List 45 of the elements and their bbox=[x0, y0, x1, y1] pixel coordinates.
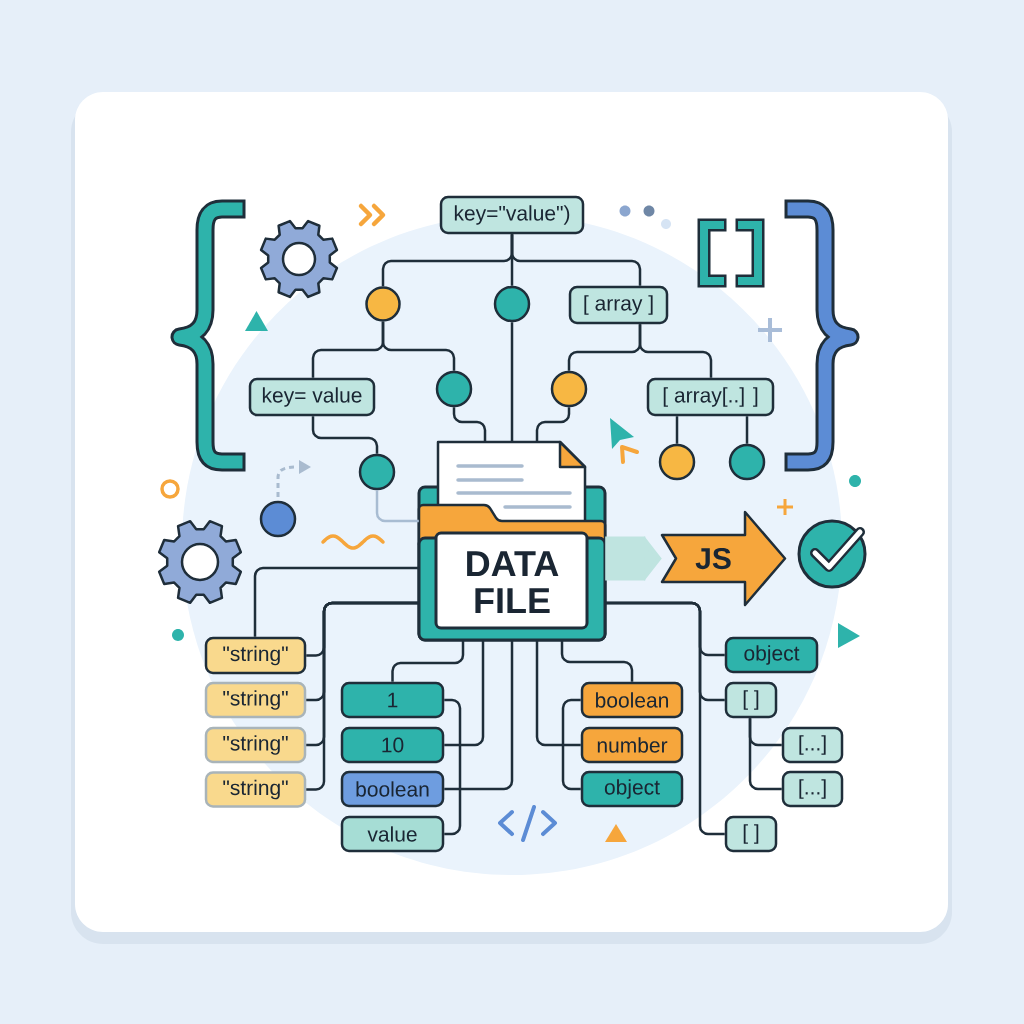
connector-line bbox=[638, 324, 713, 378]
connector-line bbox=[535, 640, 581, 747]
connector-line bbox=[561, 698, 581, 791]
label-box: [ ] bbox=[724, 815, 778, 853]
connector-line bbox=[745, 416, 749, 444]
circle-node bbox=[728, 443, 766, 481]
connector-line bbox=[253, 566, 419, 637]
label-box: 10 bbox=[340, 726, 445, 764]
label-box: [ array ] bbox=[568, 285, 669, 325]
label-box: object bbox=[724, 636, 819, 674]
connector-line bbox=[381, 321, 456, 371]
label-box: [ array[..] ] bbox=[646, 377, 775, 417]
label-box: "string" bbox=[204, 636, 307, 675]
label-box: [...] bbox=[781, 770, 844, 808]
connector-line bbox=[306, 601, 419, 791]
circle-node bbox=[493, 285, 531, 323]
connector-line bbox=[444, 640, 485, 747]
connector-line bbox=[605, 601, 725, 836]
connector-line bbox=[444, 640, 514, 791]
circle-node bbox=[550, 370, 588, 408]
label-box: "string" bbox=[204, 726, 307, 764]
circle-node bbox=[658, 443, 696, 481]
label-box: key="value") bbox=[439, 195, 585, 235]
connector-line bbox=[391, 640, 465, 682]
connector-line bbox=[510, 234, 642, 286]
label-box: [...] bbox=[781, 726, 844, 764]
label-box: boolean bbox=[340, 770, 445, 808]
connector-line bbox=[675, 416, 679, 444]
label-box: number bbox=[580, 726, 684, 764]
label-box: value bbox=[340, 815, 445, 853]
circle-node bbox=[358, 453, 396, 491]
connector-line bbox=[748, 718, 782, 791]
label-box: "string" bbox=[204, 681, 307, 719]
label-box: key= value bbox=[248, 377, 376, 417]
label-box: 1 bbox=[340, 681, 445, 719]
chevron-arrow bbox=[605, 536, 662, 581]
connector-line bbox=[375, 490, 419, 523]
label-box: object bbox=[580, 770, 684, 808]
circle-node bbox=[435, 370, 473, 408]
label-box: boolean bbox=[580, 681, 684, 719]
label-box: "string" bbox=[204, 771, 307, 808]
folder-node: DATA FILE bbox=[417, 440, 607, 642]
label-box: [ ] bbox=[724, 681, 778, 719]
connector-line bbox=[510, 322, 514, 442]
connector-line bbox=[560, 640, 634, 682]
